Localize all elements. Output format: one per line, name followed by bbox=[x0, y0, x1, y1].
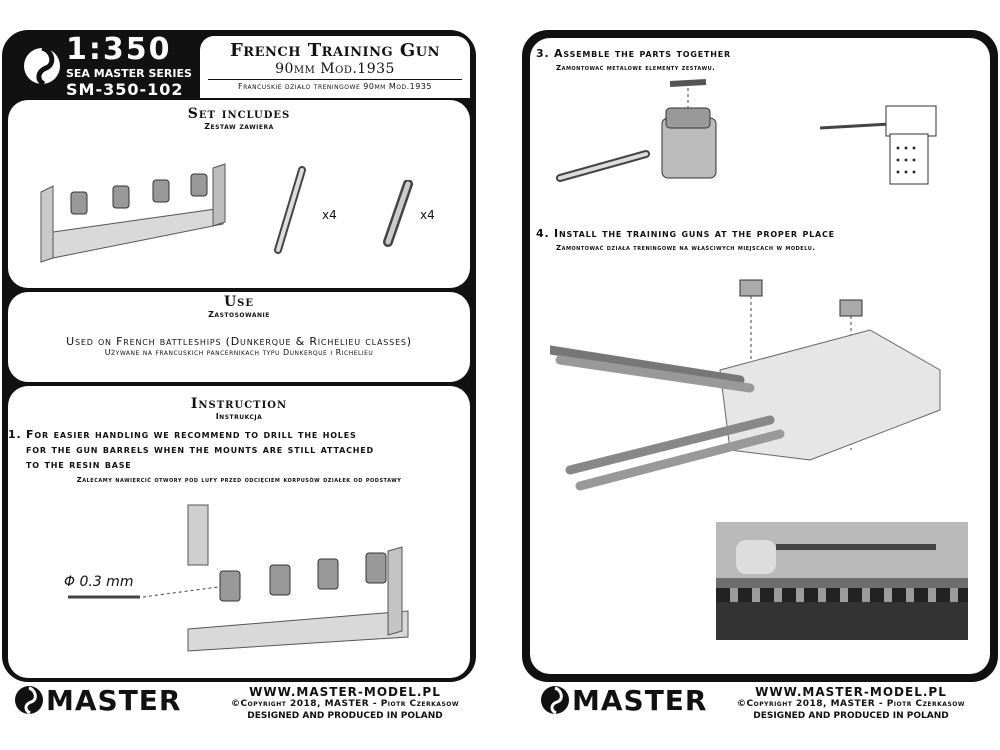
footer-credits-right: WWW.MASTER-MODEL.PL ©Copyright 2018, MAS… bbox=[706, 686, 996, 722]
drill-size-label: Φ 0.3 mm bbox=[64, 574, 134, 590]
footer-url-right[interactable]: WWW.MASTER-MODEL.PL bbox=[755, 685, 947, 699]
reference-photo bbox=[716, 522, 968, 640]
use-text-pl: Używane na francuskich pancernikach typu… bbox=[104, 348, 374, 357]
product-code: SM-350-102 bbox=[66, 80, 184, 99]
footer-designed: DESIGNED AND PRODUCED IN POLAND bbox=[247, 711, 443, 721]
step-4-text: 4. Install the training guns at the prop… bbox=[536, 227, 835, 240]
step-1-line-1: 1. For easier handling we recommend to d… bbox=[8, 428, 357, 441]
use-panel: Use Zastosowanie Used on French battlesh… bbox=[8, 292, 470, 382]
metal-part-illustration bbox=[383, 180, 413, 247]
footer-url[interactable]: WWW.MASTER-MODEL.PL bbox=[249, 685, 441, 699]
left-footer: MASTER WWW.MASTER-MODEL.PL ©Copyright 20… bbox=[0, 680, 500, 750]
product-subtitle: 90mm Mod.1935 bbox=[275, 61, 395, 77]
footer-swirl-icon bbox=[15, 686, 43, 715]
resin-base-illustration bbox=[40, 163, 226, 263]
instruction-title: Instruction bbox=[190, 396, 288, 412]
step-4-text-pl: Zamontować działa treningowe na właściwy… bbox=[556, 244, 816, 252]
assembly-panel: 3. Assemble the parts together Zamontowa… bbox=[530, 38, 990, 674]
footer-designed-right: DESIGNED AND PRODUCED IN POLAND bbox=[753, 711, 949, 721]
instruction-subtitle: Instrukcja bbox=[215, 412, 263, 421]
part-quantity: x4 bbox=[420, 208, 435, 222]
assembly-illustration bbox=[556, 79, 937, 185]
instruction-panel: Instruction Instrukcja 1. For easier han… bbox=[8, 386, 470, 678]
set-includes-panel: Set includes Zestaw zawiera x4 x4 bbox=[8, 100, 470, 288]
footer-brand-right: MASTER bbox=[572, 684, 708, 717]
barrel-quantity: x4 bbox=[322, 208, 337, 222]
header-logo: 1:350 SEA MASTER SERIES SM-350-102 bbox=[18, 30, 198, 100]
footer-copyright-right: ©Copyright 2018, MASTER - Piotr Czerkaso… bbox=[737, 699, 965, 709]
step-1-text-pl: Zalecamy nawiercić otwory pod lufy przed… bbox=[76, 476, 402, 484]
title-box: French Training Gun 90mm Mod.1935 Francu… bbox=[200, 36, 470, 98]
product-title: French Training Gun bbox=[230, 40, 440, 61]
product-subtitle-pl: Francuskie działo treningowe 90mm Mod.19… bbox=[208, 79, 462, 91]
footer-swirl-icon-right bbox=[541, 686, 569, 715]
master-swirl-icon bbox=[24, 45, 60, 87]
step-3-text: 3. Assemble the parts together bbox=[536, 47, 731, 60]
drilling-illustration bbox=[68, 504, 409, 652]
footer-copyright: ©Copyright 2018, MASTER - Piotr Czerkaso… bbox=[231, 699, 459, 709]
left-instruction-sheet: 1:350 SEA MASTER SERIES SM-350-102 Frenc… bbox=[0, 30, 500, 750]
step-1-line-2: for the gun barrels when the mounts are … bbox=[26, 443, 374, 456]
use-subtitle: Zastosowanie bbox=[208, 310, 270, 319]
set-includes-subtitle: Zestaw zawiera bbox=[204, 122, 274, 131]
set-includes-title: Set includes bbox=[187, 106, 291, 122]
series-label: SEA MASTER SERIES bbox=[66, 67, 192, 80]
scale-label: 1:350 bbox=[66, 32, 172, 67]
footer-credits: WWW.MASTER-MODEL.PL ©Copyright 2018, MAS… bbox=[200, 686, 490, 722]
turret-illustration bbox=[550, 279, 941, 491]
use-title: Use bbox=[223, 294, 255, 310]
gun-barrel-illustration bbox=[274, 166, 306, 254]
right-footer: MASTER WWW.MASTER-MODEL.PL ©Copyright 20… bbox=[500, 680, 1000, 750]
footer-brand: MASTER bbox=[46, 684, 182, 717]
step-3-text-pl: Zamontować metalowe elementy zestawu. bbox=[556, 64, 716, 72]
step-1-text: 1. For easier handling we recommend to d… bbox=[8, 427, 470, 472]
right-instruction-sheet: 3. Assemble the parts together Zamontowa… bbox=[500, 0, 1000, 750]
step-1-line-3: to the resin base bbox=[26, 458, 132, 471]
use-text: Used on French battleships (Dunkerque & … bbox=[66, 335, 412, 348]
